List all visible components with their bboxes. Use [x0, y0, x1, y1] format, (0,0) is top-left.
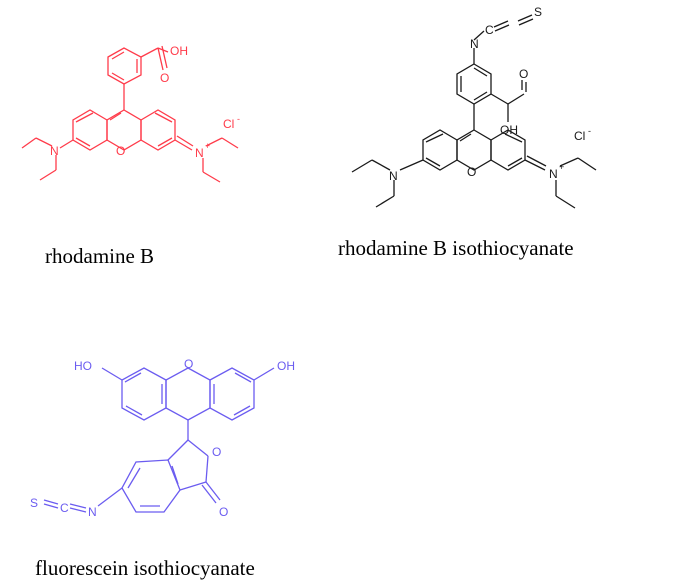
fitc-isothio-n-label: N: [88, 505, 97, 519]
rhodb-acid-oh-label: OH: [170, 44, 188, 58]
rbitc-ring-o-label: O: [467, 165, 476, 179]
rhodamine-b-isothiocyanate-caption: rhodamine B isothiocyanate: [338, 236, 574, 260]
rbitc-isothio-n-label: N: [470, 37, 479, 51]
fitc-carbonyl-o-label: O: [219, 505, 228, 519]
fitc-isothio-c-label: C: [60, 501, 69, 515]
rhodb-counterion-charge: -: [237, 114, 240, 124]
rbitc-n-left-label: N: [389, 169, 398, 183]
rhodb-acid-o-label: O: [160, 71, 169, 85]
rbitc-counterion-charge: -: [588, 126, 591, 136]
rhodamine-b-caption: rhodamine B: [45, 244, 155, 268]
fitc-isothio-s-label: S: [30, 496, 38, 510]
fluorescein-isothiocyanate-caption: fluorescein isothiocyanate: [35, 556, 255, 580]
rbitc-counterion-label: Cl: [574, 129, 585, 143]
rhodb-n-right-label: N: [195, 146, 204, 160]
fitc-ring-o-label: O: [184, 357, 193, 371]
rhodb-counterion-label: Cl: [223, 117, 234, 131]
rhodb-n-left-label: N: [50, 144, 59, 158]
rbitc-acid-oh-label: OH: [500, 123, 518, 137]
rhodb-ring-o-label: O: [116, 144, 125, 158]
rhodb-n-charge-label: +: [205, 141, 210, 151]
rbitc-isothio-c-label: C: [485, 23, 494, 37]
rbitc-acid-o-label: O: [519, 67, 528, 81]
rbitc-n-right-label: N: [549, 167, 558, 181]
fitc-oh-left-label: HO: [74, 359, 92, 373]
rbitc-isothio-s-label: S: [534, 5, 542, 19]
fitc-lactone-o-label: O: [212, 445, 221, 459]
rbitc-n-charge-label: +: [559, 162, 564, 172]
fitc-oh-right-label: OH: [277, 359, 295, 373]
